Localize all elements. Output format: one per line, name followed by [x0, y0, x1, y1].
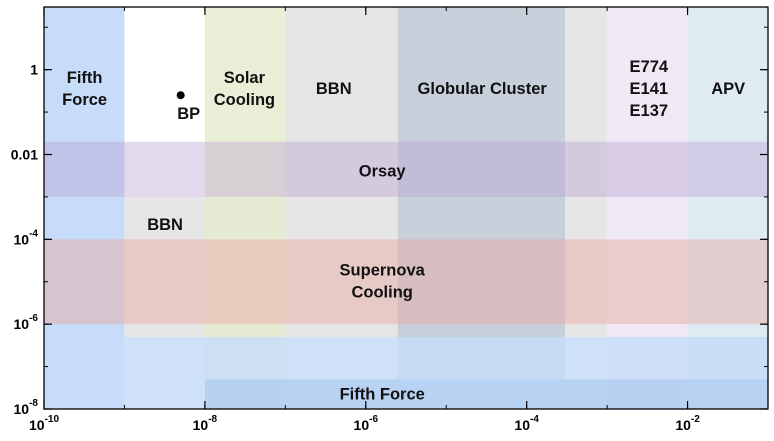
y-tick-label-3: 10-6 [14, 313, 39, 333]
y-tick-label-0: 1 [30, 62, 38, 78]
region-fifth-force-0 [44, 7, 125, 409]
point-bp-marker [176, 91, 185, 100]
region-label-e774-e141-e137-4-2: E137 [630, 102, 669, 120]
x-tick-label-1: 10-8 [193, 414, 218, 434]
region-fifth-force-10 [204, 379, 768, 409]
region-label-orsay-6-0: Orsay [359, 162, 407, 180]
benchmark-points: BP [176, 91, 200, 123]
region-label-supernova-cooling-8-1: Cooling [351, 284, 412, 302]
region-label-fifth-force-9-0: Fifth Force [340, 385, 425, 403]
region-label-apv-5-0: APV [711, 80, 745, 98]
plot-frame [43, 6, 769, 410]
point-bp-label: BP [177, 105, 200, 123]
region-orsay-8 [44, 141, 768, 197]
region-supernova-cooling-9 [44, 239, 768, 325]
region-globular-cluster-4 [397, 7, 566, 380]
x-tick-label-3: 10-4 [514, 414, 539, 434]
region-label-e774-e141-e137-4-0: E774 [630, 58, 669, 76]
region-label-solar-cooling-1-1: Cooling [214, 91, 275, 109]
region-label-fifth-force-0-0: Fifth [67, 69, 103, 87]
region-label-solar-cooling-1-0: Solar [224, 69, 266, 87]
region-label-fifth-force-0-1: Force [62, 91, 107, 109]
region-apv-6 [687, 7, 768, 380]
region-label-bbn-7-0: BBN [147, 216, 183, 234]
y-tick-label-2: 10-4 [14, 228, 39, 248]
y-tick-label-1: 0.01 [11, 146, 38, 162]
region-label-e774-e141-e137-4-1: E141 [630, 80, 669, 98]
y-tick-label-4: 10-8 [14, 398, 39, 418]
x-tick-label-0: 10-10 [29, 414, 59, 434]
x-tick-label-2: 10-6 [354, 414, 379, 434]
region-label-globular-cluster-3-0: Globular Cluster [418, 80, 548, 98]
region-label-supernova-cooling-8-0: Supernova [340, 262, 426, 280]
x-tick-label-4: 10-2 [675, 414, 700, 434]
exclusion-regions [44, 7, 768, 409]
region-label-bbn-2-0: BBN [316, 80, 352, 98]
